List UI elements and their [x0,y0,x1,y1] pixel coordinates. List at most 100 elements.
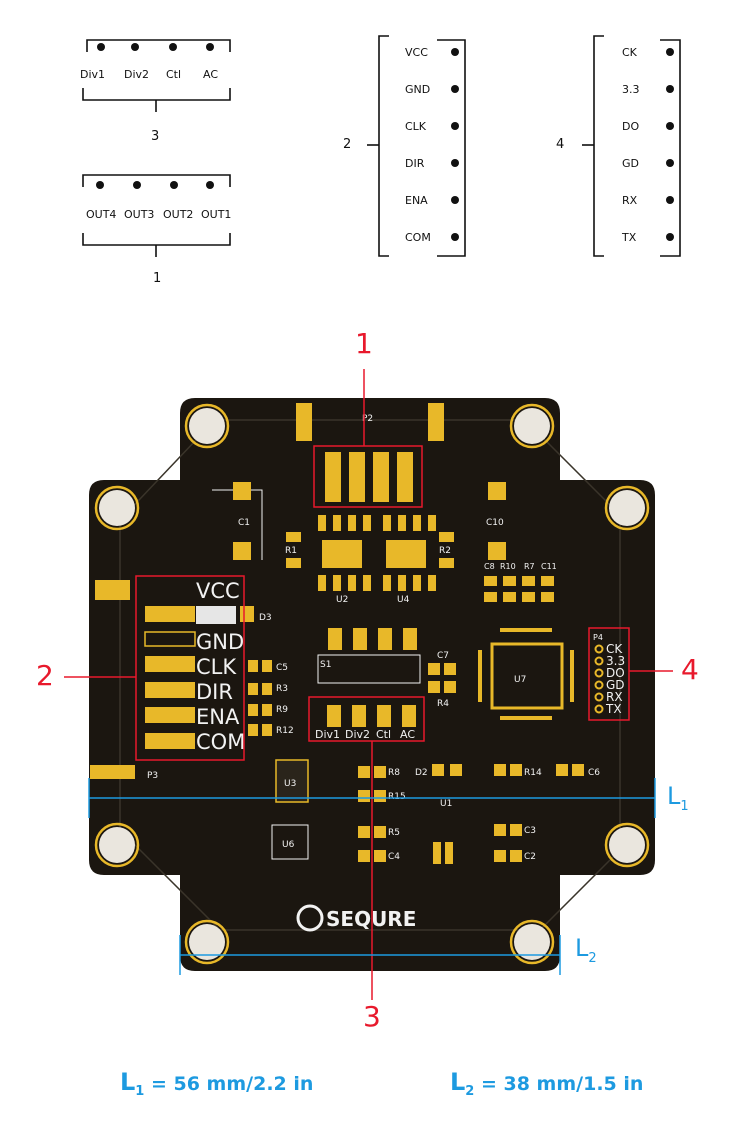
pad [317,654,421,684]
connector-4-outline [582,35,681,257]
board-shape [484,576,554,602]
silk-label: U7 [514,675,526,685]
board-shape [604,485,650,531]
pin-label-tx: TX [622,231,637,244]
pad [488,482,506,500]
pad [262,660,272,672]
pad [432,764,444,776]
pin-dot [169,43,177,51]
pin-label-out4: OUT4 [86,208,117,221]
pin-label-out3: OUT3 [124,208,155,221]
board-shape [478,628,574,720]
pin-dot [133,181,141,189]
pad [358,850,370,862]
pad [377,705,391,727]
callout-1-label: 1 [355,327,373,360]
board-shape [82,174,231,187]
pad [444,681,456,693]
logo-mark [296,904,324,932]
board-shape [594,668,604,678]
pad [374,790,386,802]
silk-vcc: VCC [196,579,240,603]
silk-div1: Div1 [315,728,340,741]
pin-label-com: COM [405,231,431,244]
board-shape [594,692,604,702]
pin-label-dir: DIR [405,157,425,170]
pad [398,515,406,531]
pad [494,850,506,862]
pad [522,576,535,586]
silk-label: R7 [524,562,535,571]
silk-label: U3 [284,779,296,789]
board-shape [509,919,555,965]
pad [233,482,251,500]
silk-label: C6 [588,768,600,778]
pad [386,540,426,568]
pad [90,765,135,779]
board-shape [594,644,604,654]
silk-label: C2 [524,852,536,862]
pin-dot [206,43,214,51]
silk-label: C7 [437,651,449,661]
board-shape [99,490,135,526]
pad [145,606,195,622]
pad [510,764,522,776]
pad [398,575,406,591]
pad [348,515,356,531]
pad [541,592,554,602]
pad [248,724,258,736]
callout-box-3 [308,696,425,742]
dimension-label-l1: L1 [667,782,689,814]
silk-label: U6 [282,840,295,850]
pad [397,452,413,502]
pad [145,707,195,723]
pad [439,558,454,568]
pad [271,824,309,860]
board-shape [358,764,584,864]
silk-label: R8 [388,768,400,778]
pad [275,759,309,803]
board-shape: R8 R15 R5 C4 D2 R14 C6 C3 C2 U1 [388,768,600,862]
pin-dot [96,181,104,189]
pad [500,716,552,720]
pad [349,452,365,502]
pad [286,558,301,568]
pad [439,532,454,542]
pad [494,764,506,776]
callout-box-1 [313,445,423,508]
silk-div2: Div2 [345,728,370,741]
pad [484,576,497,586]
silk-label: R10 [500,562,516,571]
silk-ctl: Ctl [376,728,391,741]
pad [95,580,130,600]
board-shape [509,403,555,449]
logo-text: SEQURE [326,907,416,931]
pad [374,826,386,838]
silk-label: P4 [593,633,603,642]
pin-dot [451,48,459,56]
pad [428,515,436,531]
board-shape [86,39,231,52]
board-shape [604,822,650,868]
board-shape [212,489,263,560]
pad [373,452,389,502]
pad [403,628,417,650]
pad [503,592,516,602]
silk-ena: ENA [196,705,240,729]
board-shape [594,656,604,666]
silk-label: R4 [437,699,449,709]
board-shape [328,628,417,650]
pad [490,642,564,710]
pad [428,663,440,675]
pin-label-ctl: Ctl [166,68,182,81]
board-shape: CK 3.3 DO GD RX TX [605,642,625,716]
pad [445,842,453,864]
pin-label-ac: AC [203,68,219,81]
board-shape [189,924,225,960]
board-shape [94,403,650,965]
pin-dot [666,48,674,56]
pad [262,683,272,695]
pad [444,663,456,675]
silk-label: R2 [439,546,451,556]
silk-label: S1 [320,660,331,670]
